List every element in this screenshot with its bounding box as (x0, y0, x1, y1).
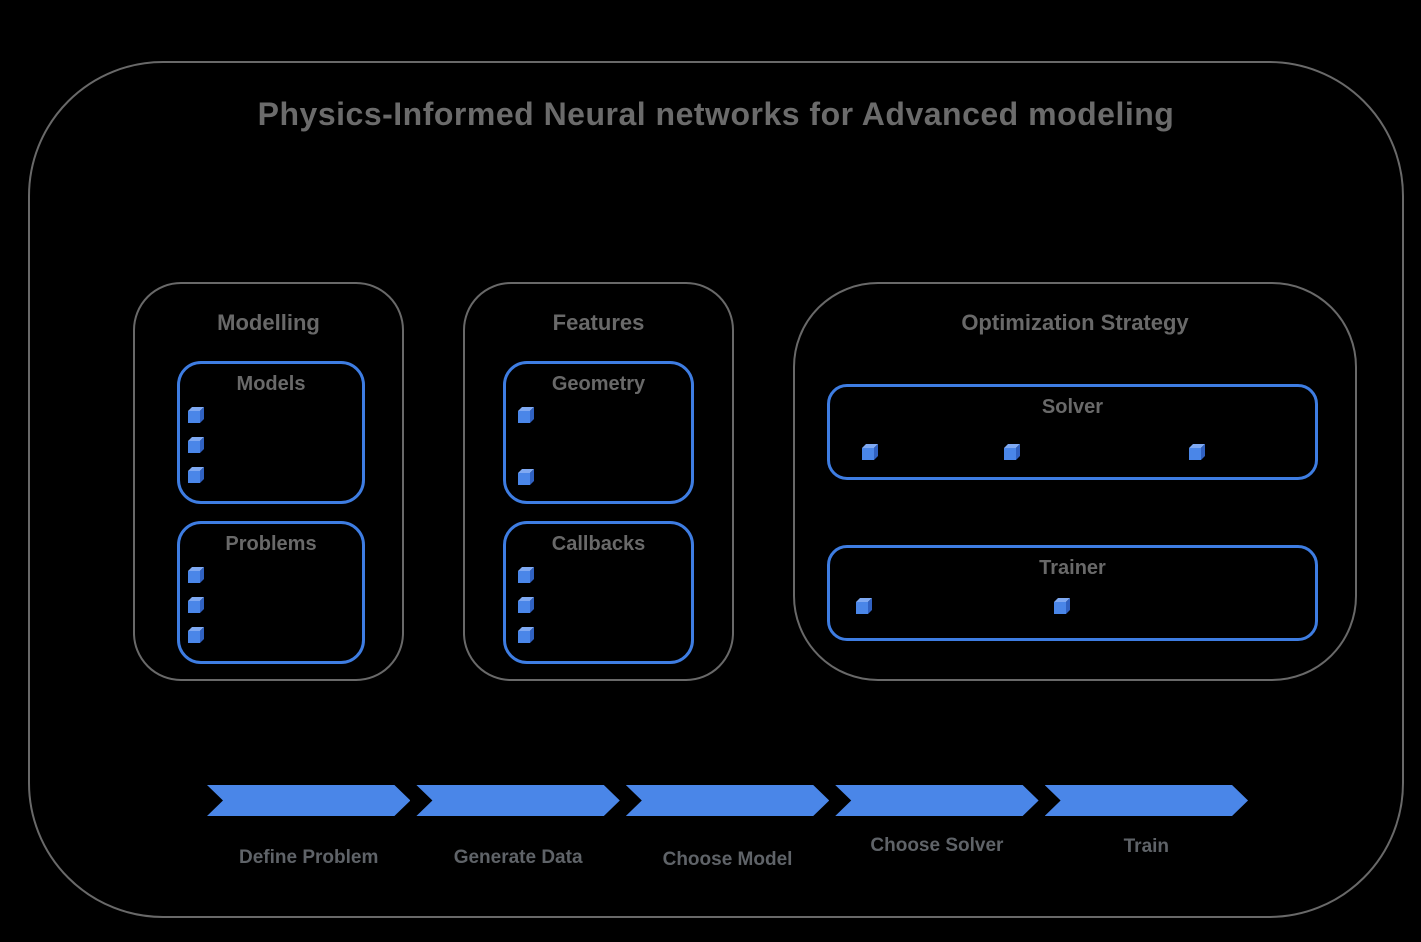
cube-bullet-icon (518, 571, 530, 583)
outer-frame: Physics-Informed Neural networks for Adv… (28, 61, 1404, 918)
geometry-bullet-list (518, 411, 530, 485)
trainer-bullet-list (830, 548, 1315, 638)
step-label-choose-solver: Choose Solver (870, 835, 1004, 856)
cube-bullet-icon (188, 411, 200, 423)
trainer-box: Trainer (827, 545, 1318, 641)
geometry-box: Geometry (503, 361, 694, 504)
chevron-segment-choose-model (626, 785, 829, 816)
step-label-train: Train (1123, 836, 1170, 857)
chevron-segment-define-problem (207, 785, 410, 816)
step-label-define-problem: Define Problem (239, 847, 379, 868)
trainer-box-label: Trainer (1039, 557, 1106, 579)
callbacks-box-label: Callbacks (551, 533, 646, 555)
cube-bullet-icon (518, 631, 530, 643)
cube-bullet-icon (188, 601, 200, 613)
process-flow-arrow (207, 785, 1248, 816)
geometry-box-label: Geometry (551, 373, 646, 395)
models-box: Models (177, 361, 365, 504)
optimization-group-label: Optimization Strategy (961, 310, 1189, 335)
chevron-segment-choose-solver (835, 785, 1038, 816)
cube-bullet-icon (188, 471, 200, 483)
cube-bullet-icon (856, 602, 868, 614)
cube-bullet-icon (1004, 448, 1016, 460)
solver-box: Solver (827, 384, 1318, 480)
cube-bullet-icon (862, 448, 874, 460)
solver-bullet-list (830, 387, 1315, 477)
problems-box-label: Problems (225, 533, 317, 555)
solver-box-label: Solver (1041, 396, 1104, 418)
cube-bullet-icon (518, 473, 530, 485)
cube-bullet-icon (1189, 448, 1201, 460)
step-label-choose-model: Choose Model (662, 849, 793, 870)
optimization-group-box: Optimization Strategy Solver Trainer (793, 282, 1357, 681)
features-group-label: Features (552, 310, 645, 335)
callbacks-bullet-list (518, 571, 530, 643)
cube-bullet-icon (188, 441, 200, 453)
cube-bullet-icon (188, 631, 200, 643)
callbacks-box: Callbacks (503, 521, 694, 664)
cube-bullet-icon (188, 571, 200, 583)
modelling-group-box: Modelling Models Problems (133, 282, 404, 681)
chevron-segment-train (1045, 785, 1248, 816)
features-group-box: Features Geometry Callbacks (463, 282, 734, 681)
chevron-segment-generate-data (416, 785, 619, 816)
models-bullet-list (188, 411, 200, 483)
cube-bullet-icon (518, 411, 530, 423)
problems-box: Problems (177, 521, 365, 664)
slide-title: Physics-Informed Neural networks for Adv… (257, 96, 1175, 132)
cube-bullet-icon (1054, 602, 1066, 614)
modelling-group-label: Modelling (217, 310, 320, 335)
models-box-label: Models (236, 373, 306, 395)
process-flow-labels: Define Problem Generate Data Choose Mode… (207, 835, 1248, 870)
problems-bullet-list (188, 571, 200, 643)
cube-bullet-icon (518, 601, 530, 613)
step-label-generate-data: Generate Data (453, 847, 583, 868)
